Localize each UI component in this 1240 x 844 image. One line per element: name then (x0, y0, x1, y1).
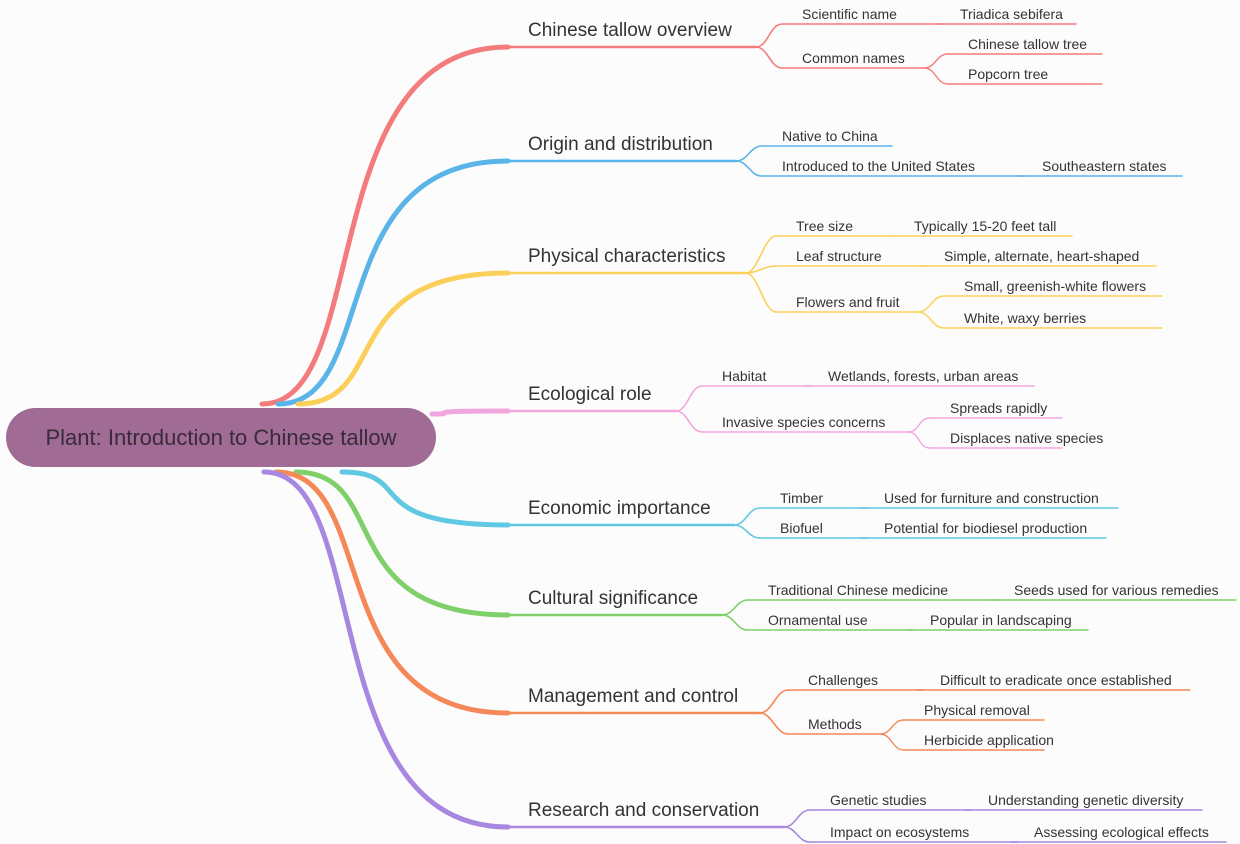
child-label[interactable]: Traditional Chinese medicine (768, 582, 948, 598)
leaf-label[interactable]: Understanding genetic diversity (988, 792, 1183, 808)
leaf-label[interactable]: Seeds used for various remedies (1014, 582, 1219, 598)
child-label[interactable]: Habitat (722, 368, 766, 384)
leaf-connector (879, 719, 905, 735)
leaf-label[interactable]: Popcorn tree (968, 66, 1048, 82)
branch-connector (339, 469, 511, 528)
branch-label[interactable]: Origin and distribution (528, 134, 713, 155)
branch-connector (273, 469, 511, 716)
child-connector (675, 410, 703, 433)
leaf-label[interactable]: Herbicide application (924, 732, 1054, 748)
child-label[interactable]: Flowers and fruit (796, 294, 900, 310)
root-node-label: Plant: Introduction to Chinese tallow (46, 425, 397, 450)
branch-connector (259, 44, 511, 407)
child-connector (759, 689, 789, 714)
leaf-label[interactable]: Small, greenish-white flowers (964, 278, 1146, 294)
leaf-label[interactable]: Difficult to eradicate once established (940, 672, 1172, 688)
leaf-label[interactable]: Popular in landscaping (930, 612, 1072, 628)
leaf-label[interactable]: Chinese tallow tree (968, 36, 1087, 52)
child-connector (721, 599, 749, 616)
leaf-label[interactable]: Wetlands, forests, urban areas (828, 368, 1018, 384)
child-connector (733, 524, 761, 539)
leaf-connector (923, 53, 949, 69)
child-connector (735, 145, 763, 162)
child-label[interactable]: Timber (780, 490, 823, 506)
child-connector (755, 23, 783, 48)
branch-label[interactable]: Chinese tallow overview (528, 20, 732, 41)
child-label[interactable]: Common names (802, 50, 905, 66)
child-connector (675, 385, 703, 412)
child-label[interactable]: Genetic studies (830, 792, 927, 808)
branch-label[interactable]: Economic importance (528, 498, 711, 519)
leaf-label[interactable]: Potential for biodiesel production (884, 520, 1087, 536)
child-label[interactable]: Challenges (808, 672, 878, 688)
leaf-label[interactable]: Assessing ecological effects (1034, 824, 1209, 840)
leaf-label[interactable]: Used for furniture and construction (884, 490, 1099, 506)
child-connector (755, 46, 783, 69)
leaf-label[interactable]: Triadica sebifera (960, 6, 1063, 22)
branch-label[interactable]: Physical characteristics (528, 246, 725, 267)
child-connector (783, 826, 811, 843)
branch-connector (295, 270, 511, 407)
child-label[interactable]: Invasive species concerns (722, 414, 885, 430)
leaf-label[interactable]: Southeastern states (1042, 158, 1167, 174)
child-label[interactable]: Biofuel (780, 520, 823, 536)
child-label[interactable]: Tree size (796, 218, 853, 234)
root-node-shape (6, 408, 436, 467)
leaf-label[interactable]: Typically 15-20 feet tall (914, 218, 1056, 234)
branch-label[interactable]: Ecological role (528, 384, 652, 405)
leaf-connector (917, 311, 945, 329)
child-connector (783, 809, 811, 828)
child-label[interactable]: Impact on ecosystems (830, 824, 969, 840)
child-label[interactable]: Native to China (782, 128, 878, 144)
branch-connector (275, 158, 511, 407)
leaf-connector (907, 431, 931, 449)
leaf-label[interactable]: Simple, alternate, heart-shaped (944, 248, 1139, 264)
leaf-connector (879, 733, 905, 751)
child-connector (745, 235, 777, 274)
leaf-connector (907, 417, 931, 433)
child-label[interactable]: Introduced to the United States (782, 158, 975, 174)
child-label[interactable]: Leaf structure (796, 248, 882, 264)
leaf-label[interactable]: Spreads rapidly (950, 400, 1047, 416)
child-label[interactable]: Scientific name (802, 6, 897, 22)
branch-label[interactable]: Management and control (528, 686, 738, 707)
branch-label[interactable]: Research and conservation (528, 800, 759, 821)
child-connector (735, 160, 763, 177)
branch-connector (429, 408, 511, 417)
leaf-connector (923, 67, 949, 85)
root-node[interactable]: Plant: Introduction to Chinese tallow (6, 408, 436, 467)
child-connector (745, 265, 777, 274)
branch-connector (293, 469, 511, 618)
branch-connector (261, 469, 511, 830)
mindmap-edges (259, 23, 1237, 843)
leaf-label[interactable]: Physical removal (924, 702, 1030, 718)
child-label[interactable]: Ornamental use (768, 612, 868, 628)
leaf-connector (917, 295, 945, 313)
child-label[interactable]: Methods (808, 716, 862, 732)
child-connector (721, 614, 749, 631)
leaf-label[interactable]: White, waxy berries (964, 310, 1086, 326)
branch-label[interactable]: Cultural significance (528, 588, 698, 609)
child-connector (733, 507, 761, 526)
child-connector (759, 712, 789, 735)
child-connector (745, 272, 777, 313)
leaf-label[interactable]: Displaces native species (950, 430, 1103, 446)
